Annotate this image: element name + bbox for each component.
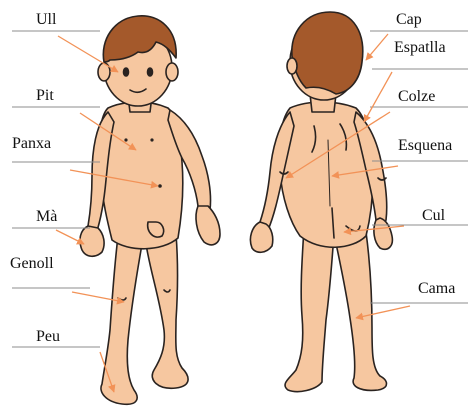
label-cul: Cul	[422, 208, 445, 224]
front-navel	[158, 184, 162, 188]
label-ma: Mà	[36, 209, 57, 225]
front-eye-right	[148, 68, 153, 76]
front-left-leg	[101, 236, 142, 404]
front-view-boy	[80, 16, 220, 404]
back-right-hand	[374, 218, 392, 249]
back-right-leg	[334, 232, 387, 390]
front-nipple-left	[124, 138, 127, 141]
arrow-cap	[366, 34, 388, 60]
label-pit: Pit	[36, 88, 54, 104]
label-cap: Cap	[396, 12, 422, 28]
label-peu: Peu	[36, 329, 60, 345]
label-panxa: Panxa	[12, 136, 51, 152]
back-view-boy	[250, 12, 392, 392]
back-left-hand	[250, 222, 272, 252]
back-hair	[292, 12, 363, 94]
back-left-leg	[285, 228, 334, 392]
front-eye-left	[124, 68, 129, 76]
label-espatlla: Espatlla	[394, 40, 446, 56]
front-right-leg	[146, 234, 188, 388]
back-ear	[287, 58, 297, 74]
leader-lines	[12, 31, 468, 347]
front-right-hand	[196, 206, 220, 245]
front-nipple-right	[150, 138, 153, 141]
label-colze: Colze	[398, 89, 435, 105]
front-left-hand	[80, 226, 104, 256]
arrow-espatlla	[364, 72, 392, 122]
front-right-ear	[166, 63, 178, 81]
label-ull: Ull	[36, 12, 56, 28]
label-cama: Cama	[418, 281, 455, 297]
label-esquena: Esquena	[398, 138, 452, 154]
label-genoll: Genoll	[10, 256, 54, 272]
